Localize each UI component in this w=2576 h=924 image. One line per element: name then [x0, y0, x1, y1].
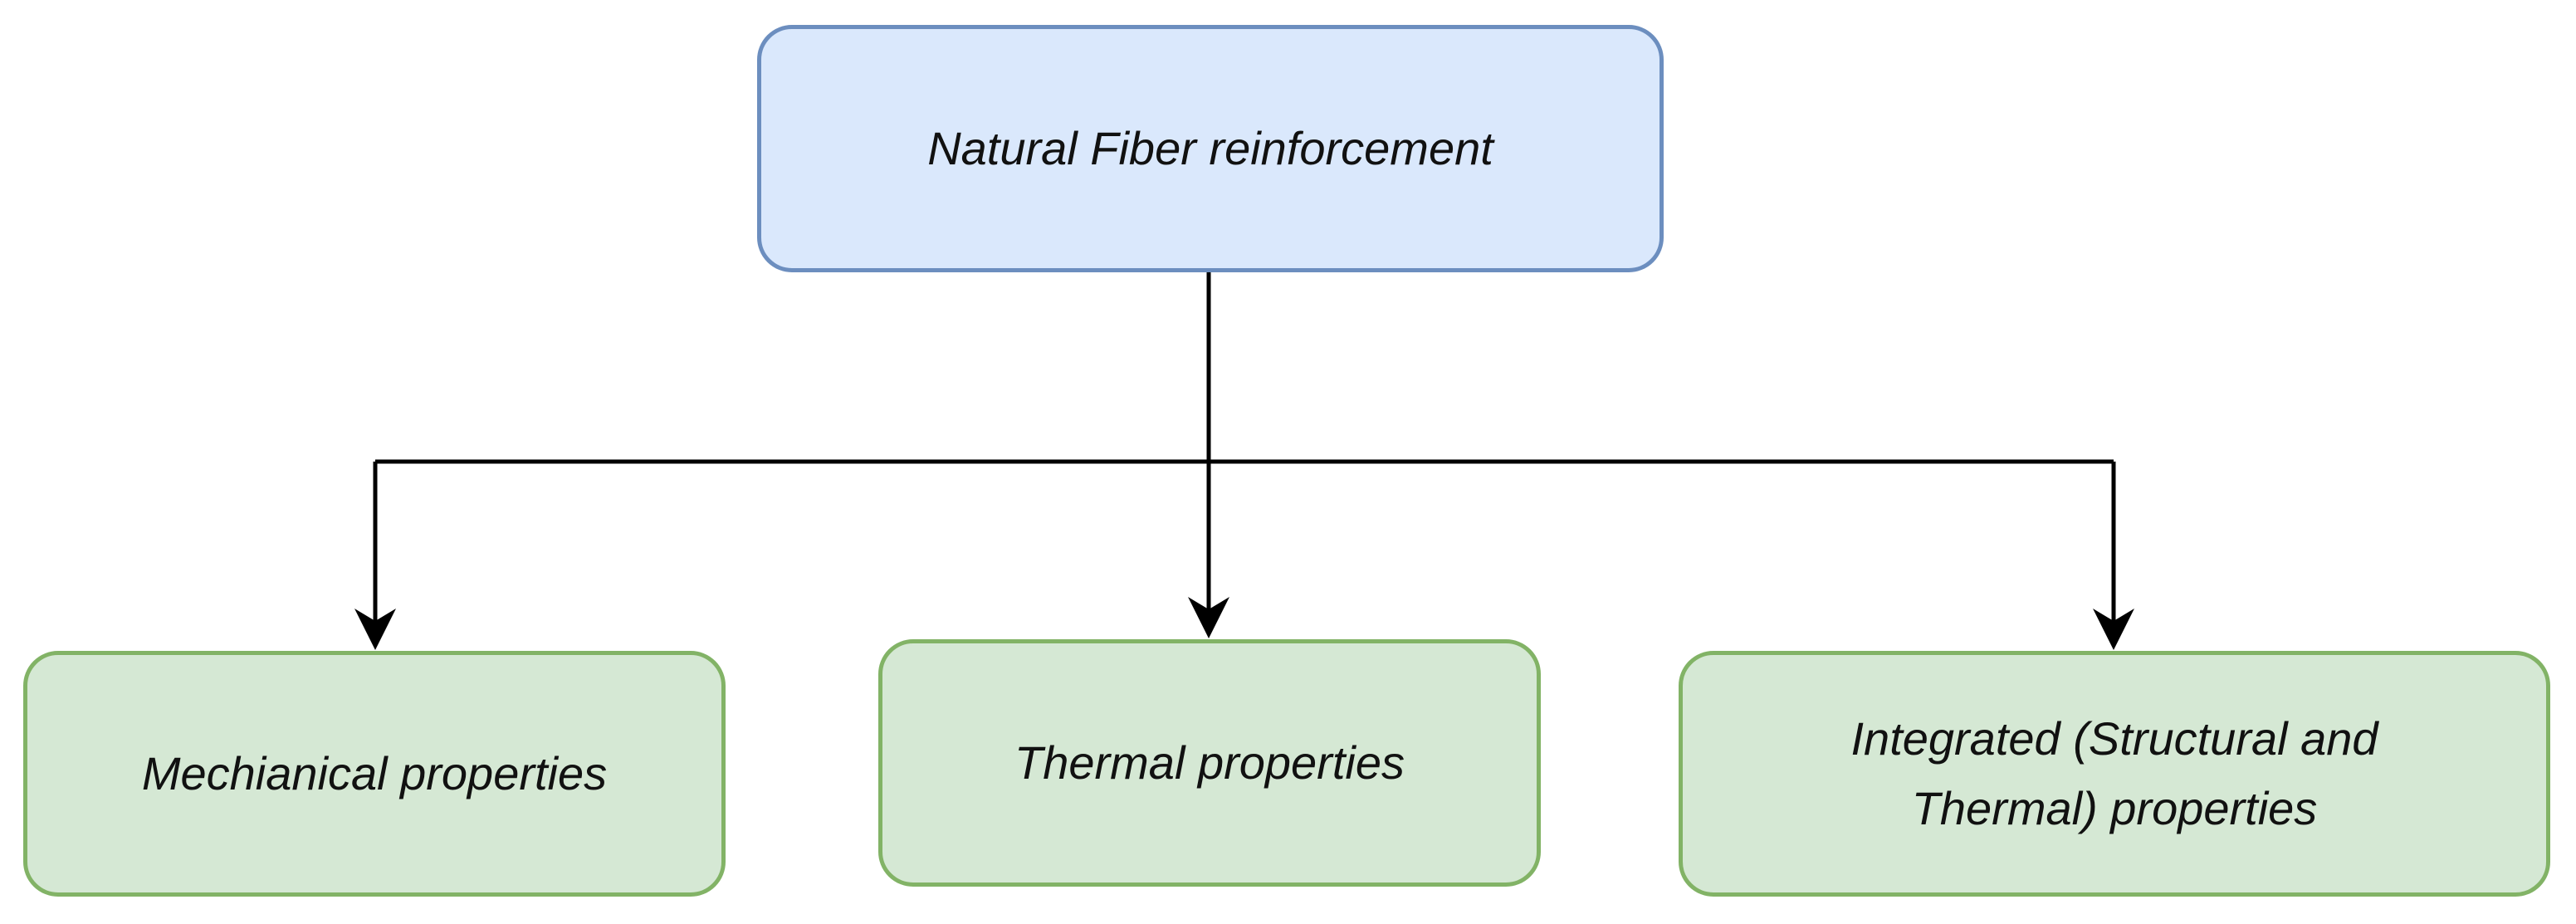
node-label: Thermal properties	[1014, 736, 1405, 789]
node-mechanical-properties: Mechianical properties	[23, 651, 726, 897]
node-integrated-properties: Integrated (Structural and Thermal) prop…	[1679, 651, 2550, 897]
node-natural-fiber-reinforcement: Natural Fiber reinforcement	[757, 25, 1664, 272]
node-label: Integrated (Structural and Thermal) prop…	[1850, 712, 2378, 834]
node-label: Natural Fiber reinforcement	[927, 122, 1493, 174]
node-label: Mechianical properties	[141, 747, 608, 799]
node-thermal-properties: Thermal properties	[878, 639, 1541, 887]
